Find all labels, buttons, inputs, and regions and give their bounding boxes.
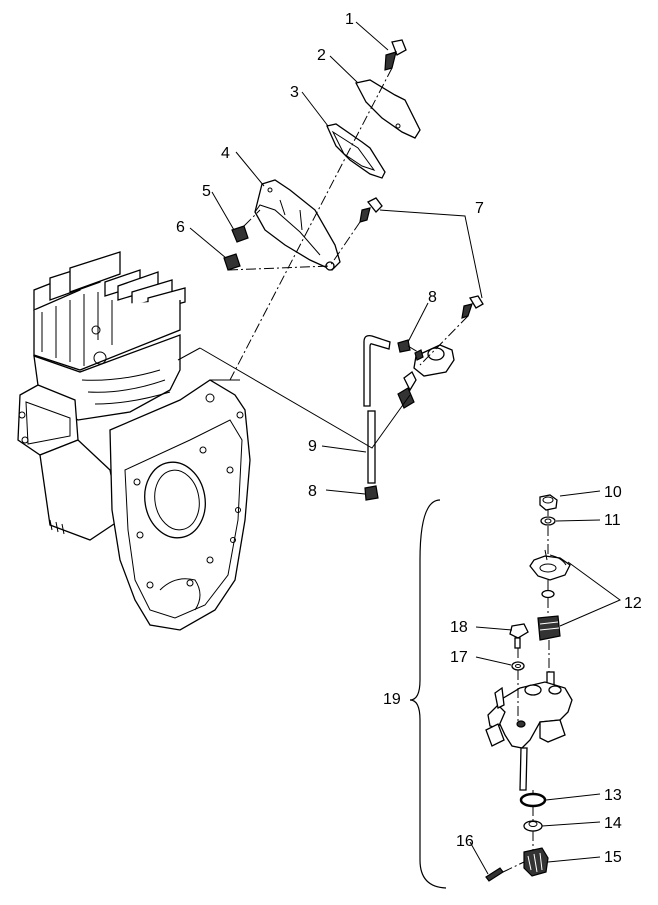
part-8-hose-clamp-upper[interactable]: [397, 339, 411, 353]
callout-13: 13: [604, 787, 622, 804]
callout-8-lower: 8: [308, 483, 317, 500]
leader-lines: [189, 21, 622, 875]
callout-labels: 1 2 3 4 5 6 7 8 9 8 10 11 12 18 17 19 13…: [176, 11, 642, 866]
oil-pump-body[interactable]: [485, 671, 573, 791]
part-4-pump-cover[interactable]: [254, 179, 341, 271]
callout-17: 17: [450, 649, 468, 666]
callout-15: 15: [604, 849, 622, 866]
part-12-washer[interactable]: [541, 589, 555, 599]
part-2-cover-plate[interactable]: [355, 79, 421, 139]
cylinder-head-fins: [33, 251, 186, 371]
callout-19: 19: [383, 691, 401, 708]
callout-18: 18: [450, 619, 468, 636]
part-17-washer[interactable]: [511, 661, 525, 671]
part-6-bushing[interactable]: [223, 253, 241, 271]
part-18-bleeder-screw[interactable]: [509, 623, 529, 649]
part-9-oil-hose-lower[interactable]: [367, 410, 376, 484]
callout-16: 16: [456, 833, 474, 850]
part-7-banjo-bolt-upper[interactable]: [359, 197, 383, 223]
callout-7: 7: [475, 200, 484, 217]
engine-crankcase: [17, 251, 251, 631]
part-5-collar[interactable]: [231, 225, 249, 243]
callout-4: 4: [221, 145, 230, 162]
callout-9: 9: [308, 438, 317, 455]
part-11-washer[interactable]: [540, 516, 556, 526]
callout-12: 12: [624, 595, 642, 612]
callout-1: 1: [345, 11, 354, 28]
callout-11: 11: [604, 512, 621, 529]
part-1-bolt[interactable]: [384, 39, 407, 71]
callout-8-upper: 8: [428, 289, 437, 306]
callout-3: 3: [290, 84, 299, 101]
callout-6: 6: [176, 219, 185, 236]
part-15-drive-gear[interactable]: [523, 847, 549, 877]
part-13-o-ring[interactable]: [519, 792, 547, 808]
part-9-oil-hose-upper[interactable]: [363, 334, 391, 407]
callout-10: 10: [604, 484, 622, 501]
part-16-pin[interactable]: [485, 867, 504, 882]
callout-2: 2: [317, 47, 326, 64]
part-14-washer[interactable]: [523, 820, 543, 832]
part-7-banjo-bolt-lower[interactable]: [461, 295, 484, 319]
oil-pump-unit-middle[interactable]: [397, 344, 455, 409]
part-8-hose-clamp-lower[interactable]: [364, 485, 379, 501]
part-10-nut[interactable]: [539, 494, 558, 511]
part-3-gasket[interactable]: [326, 123, 386, 179]
part-12-spring[interactable]: [537, 615, 561, 641]
assembly-lines: [177, 67, 550, 873]
callout-5: 5: [202, 183, 211, 200]
callout-14: 14: [604, 815, 622, 832]
assembly-bracket: [409, 499, 447, 889]
part-12-control-lever[interactable]: [529, 549, 571, 581]
